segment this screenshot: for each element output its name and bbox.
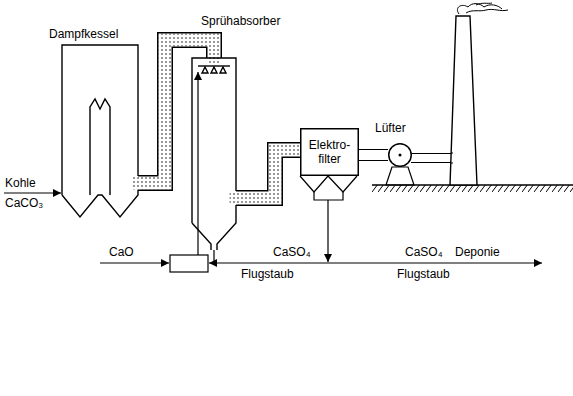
recycle-arrow [209,262,328,263]
filter-housing [301,129,359,176]
smoke-plume [476,3,492,5]
flue-gas-duct [138,40,214,183]
fan: Lüfter [388,143,412,167]
chimney-inlet [451,153,453,163]
dust-stipple [236,150,300,198]
fan-outlet-duct-inner [411,154,455,162]
edge-heads [138,40,214,183]
fan-outline [388,143,412,167]
filter-hoppers [300,176,357,192]
spray-absorber: Sprühabsorber [192,58,236,250]
spray-absorber-outline [192,58,236,250]
fuel-feed-arrow [4,192,61,193]
duct-inside [359,150,388,160]
duct-wall [138,40,214,183]
landfill-arrow [328,262,542,263]
duct-inside [138,40,214,183]
smoke-plume [457,4,502,14]
node-label: Sprühabsorber [200,14,281,28]
steam-boiler: Dampfkessel [62,45,138,217]
mixer-box [170,255,208,272]
duct-wall [359,149,388,161]
fly-ash-label: Flugstaub [240,267,295,281]
spray-absorber-wall [192,58,236,250]
filter-collector [314,192,343,200]
landfill-label: Deponie [454,245,501,259]
fly-ash-label: Flugstaub [396,267,451,281]
gypsum-label: CaSO₄ [272,245,312,259]
node-label: Elektro- filter [305,138,354,166]
chimney [450,16,477,185]
duct-wall [236,150,300,198]
additive-label: CaCO₃ [4,196,44,210]
smoke-plume [466,9,508,13]
slurry-feed-arrow [197,72,198,255]
duct-inside [236,150,300,198]
edge-heads [236,150,300,198]
fan-hub [399,154,402,157]
edge-heads [359,155,388,156]
dust-drop-arrow [327,200,328,262]
ground-hatch [372,185,573,192]
gypsum-label: CaSO₄ [404,245,444,259]
lime-feed-arrow [100,262,169,263]
fan-base [386,167,414,185]
fuel-label: Kohle [4,176,37,190]
steam-boiler-wall [62,45,138,217]
clean-gas-duct [359,155,388,156]
steam-boiler-outline [62,45,138,217]
node-label: Dampfkessel [48,27,119,41]
steam-boiler-wall [90,99,110,195]
spray-absorber-wall [202,67,226,73]
lime-label: CaO [108,245,135,259]
fan-housing [389,144,412,167]
flue-gas-duct [236,150,300,198]
electrostatic-filter: Elektro- filter [300,128,359,176]
dust-stipple [138,40,214,183]
node-label: Lüfter [374,121,407,135]
absorber-outlet [213,250,214,263]
